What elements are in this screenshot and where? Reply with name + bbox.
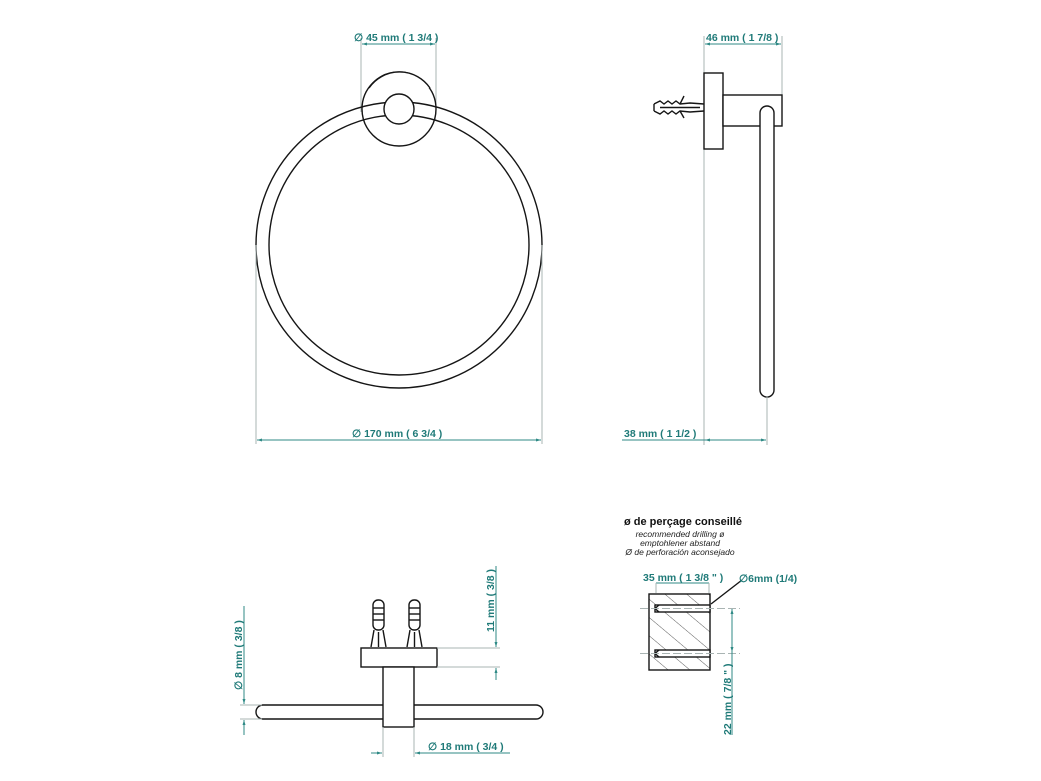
mounting-plate [360, 647, 438, 668]
side-view: 46 mm ( 1 7/8 ) 38 mm ( 1 1/2 ) [622, 32, 783, 445]
wall-anchor-icon [653, 95, 705, 119]
ring-inner [268, 114, 530, 376]
drilling-title: ø de perçage conseillé [624, 516, 742, 528]
hole-spacing-label: 22 mm ( 7/8 " ) [722, 663, 734, 735]
ring-side [759, 105, 775, 398]
ring-diameter-label: ∅ 170 mm ( 6 3/4 ) [352, 428, 442, 440]
plate-thickness-label: 11 mm ( 3/8 ) [485, 569, 497, 632]
rod-diameter-label: ∅ 8 mm ( 3/8 ) [233, 620, 245, 690]
mounting-plate [703, 72, 724, 150]
depth-label: 46 mm ( 1 7/8 ) [706, 32, 778, 44]
drilling-subtitle-es: Ø de perforación aconsejado [624, 547, 734, 557]
offset-label: 38 mm ( 1 1/2 ) [624, 428, 696, 440]
drilling-template: ø de perçage conseillé recommended drill… [624, 516, 797, 735]
drilling-subtitle-de: emptohlener abstand [640, 538, 720, 548]
support-post [382, 666, 415, 728]
wall-anchor-icon [406, 599, 423, 648]
wall-anchor-icon [370, 599, 387, 648]
template-width-label: 35 mm ( 1 3/8 " ) [643, 572, 723, 584]
post-diameter-label: ∅ 18 mm ( 3/4 ) [428, 741, 504, 753]
drilling-subtitle-en: recommended drilling ø [636, 529, 725, 539]
rosette-diameter-label: ∅ 45 mm ( 1 3/4 ) [354, 32, 438, 44]
top-view: 11 mm ( 3/8 ) ∅ 8 mm ( 3/8 ) ∅ 18 mm ( 3… [233, 566, 544, 757]
hole-diameter-label: ∅6mm (1/4) [739, 573, 797, 585]
front-view: ∅ 45 mm ( 1 3/4 ) ∅ 170 mm ( 6 3/4 ) [255, 32, 543, 444]
